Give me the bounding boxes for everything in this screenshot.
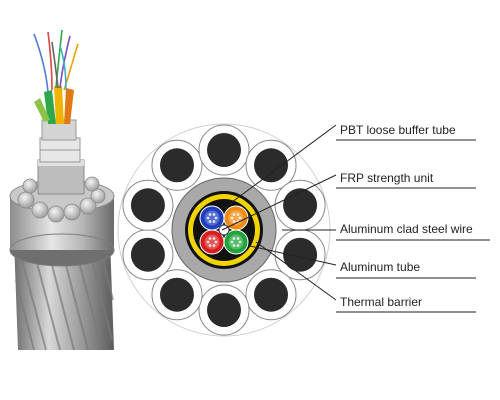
buffer-tube-green-inner <box>228 234 244 250</box>
buffer-tube-blue-fiber-4 <box>206 216 210 220</box>
label-buffer-tube: PBT loose buffer tube <box>340 123 456 137</box>
clad-wire-core-10 <box>283 188 318 223</box>
label-thermal-barrier: Thermal barrier <box>340 295 422 309</box>
buffer-tube-blue-fiber-5 <box>208 213 212 216</box>
cable-cross-section <box>117 123 331 337</box>
clad-wire-core-9 <box>254 148 289 183</box>
cable-end-wires <box>17 176 106 223</box>
buffer-tube-red-fiber-6 <box>212 237 216 240</box>
leader-lines <box>221 124 337 301</box>
frp-strength-unit <box>218 224 230 236</box>
buffer-tube-red-fiber-2 <box>212 244 216 247</box>
cable-photo <box>9 29 115 351</box>
cable-inner-tube <box>37 119 85 195</box>
buffer-tube-green-fiber-1 <box>238 240 242 244</box>
buffer-tube-orange-fiber-5 <box>232 213 236 216</box>
leader-buffer-tube <box>223 124 337 209</box>
buffer-tube-green-fiber-2 <box>236 244 240 247</box>
buffer-tube-green-fiber-5 <box>232 237 236 240</box>
buffer-tube-orange-fiber-1 <box>238 216 242 220</box>
buffer-tube-green-fiber-6 <box>236 237 240 240</box>
label-clad-wire: Aluminum clad steel wire <box>340 222 473 236</box>
buffer-tube-blue-fiber-1 <box>214 216 218 220</box>
buffer-tube-green-fiber-4 <box>230 240 234 244</box>
clad-wire-core-8 <box>207 133 241 167</box>
buffer-tube-blue-fiber-6 <box>212 213 216 216</box>
clad-wire-core-2 <box>254 277 289 312</box>
cable-fibers <box>33 29 79 93</box>
clad-wire-core-3 <box>207 293 241 327</box>
buffer-tube-red-fiber-3 <box>208 244 212 247</box>
label-aluminum-tube: Aluminum tube <box>340 260 420 274</box>
buffer-tube-orange-fiber-6 <box>236 213 240 216</box>
buffer-tube-red-fiber-5 <box>208 237 212 240</box>
buffer-tube-orange-fiber-4 <box>230 216 234 220</box>
cable-stranded-body <box>14 240 114 351</box>
cable-buffer-tubes <box>34 86 74 124</box>
leader-strength-unit <box>221 174 337 231</box>
buffer-tube-green <box>223 229 249 255</box>
label-strength-unit: FRP strength unit <box>340 171 434 185</box>
clad-wire-core-5 <box>130 237 165 272</box>
leader-thermal-barrier <box>255 241 337 301</box>
clad-wire-core-4 <box>159 277 194 312</box>
buffer-tube-orange-fiber-3 <box>232 220 236 223</box>
buffer-tube-red-fiber-1 <box>214 240 218 244</box>
clad-wire-core-7 <box>159 148 194 183</box>
buffer-tube-blue-inner <box>204 210 220 226</box>
buffer-tube-blue-fiber-2 <box>212 220 216 223</box>
buffer-tube-blue-fiber-3 <box>208 220 212 223</box>
buffer-tube-red-fiber-4 <box>206 240 210 244</box>
label-underlines <box>336 139 490 313</box>
clad-wire-core-6 <box>130 188 165 223</box>
leader-aluminum-tube <box>249 245 337 266</box>
buffer-tube-green-fiber-3 <box>232 244 236 247</box>
buffer-tube-red-inner <box>204 234 220 250</box>
clad-wire-core-1 <box>283 237 318 272</box>
